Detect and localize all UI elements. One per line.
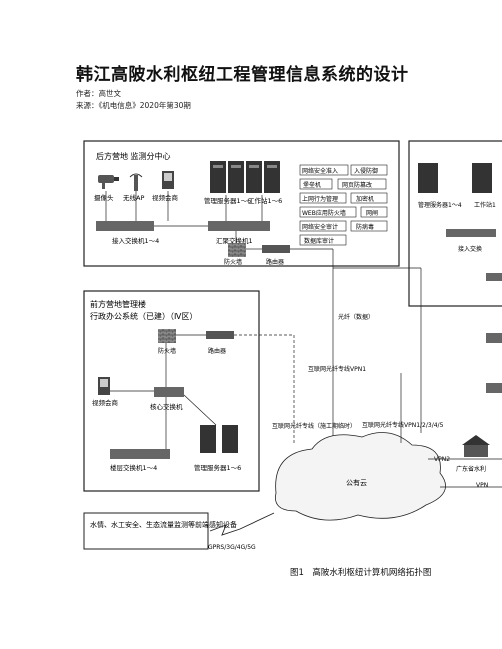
security-list: 网络安全准入 入侵防御 堡垒机 网页防篡改 上网行为管理 加密机 WEB应用防火… xyxy=(299,164,388,246)
right-switch-4-icon xyxy=(486,383,502,393)
sec-item: 上网行为管理 xyxy=(302,195,338,203)
zone-front-label-1: 前方营地管理楼 xyxy=(90,299,146,309)
vpn-temp-label: 互联网光纤专线（施工期临时） xyxy=(272,422,356,430)
sec-item: WEB应用防火墙 xyxy=(302,209,346,217)
camera-icon xyxy=(98,175,119,189)
wifi-ap-icon xyxy=(129,173,143,191)
core-switch-label: 核心交换机 xyxy=(150,402,183,411)
gprs-label: GPRS/3G/4G/5G xyxy=(208,544,256,551)
vpn1-label: 互联网光纤专线VPN1 xyxy=(308,365,366,373)
public-cloud xyxy=(275,432,446,521)
server-group-right xyxy=(418,163,492,193)
sec-item: 网页防篡改 xyxy=(342,181,372,189)
core-switch-1-icon xyxy=(208,221,270,231)
mgmt-server-front-label: 管理服务器1～6 xyxy=(194,463,241,472)
sec-item: 防病毒 xyxy=(356,223,374,231)
zone-back-box xyxy=(83,140,400,267)
router-front-label: 路由器 xyxy=(208,347,226,355)
router-icon xyxy=(262,245,290,253)
right-switch-icon xyxy=(446,229,496,237)
firewall-icon xyxy=(228,243,246,257)
firewall-label: 防火墙 xyxy=(224,258,242,266)
sec-item: 网络安全准入 xyxy=(302,167,338,175)
workstation-group xyxy=(246,161,280,193)
access-switch-icon xyxy=(96,221,154,231)
wifi-label: 无线AP xyxy=(123,193,144,202)
network-topology-figure: 后方营地 监测分中心 前方营地管理楼 行政办公系统（已建）（Ⅳ区） 摄像头 无线… xyxy=(76,133,502,565)
firewall-front-icon xyxy=(158,329,176,343)
vpn-right-label: VPN xyxy=(476,482,488,489)
floor-switch-label: 楼层交换机1～4 xyxy=(110,463,157,472)
zone-front-box xyxy=(83,290,260,492)
server-group-back xyxy=(210,161,244,193)
sec-item: 堡垒机 xyxy=(303,181,321,189)
router-label: 路由器 xyxy=(266,258,284,266)
right-ws-label: 工作站1 xyxy=(474,201,496,209)
right-server-label: 管理服务器1～4 xyxy=(418,201,462,209)
router-front-icon xyxy=(206,331,234,339)
sec-item: 网络安全审计 xyxy=(302,223,338,231)
sec-item: 入侵防御 xyxy=(354,167,378,175)
sec-item: 数据库审计 xyxy=(304,237,334,245)
core-switch-icon xyxy=(154,387,184,397)
right-access-label: 接入交换 xyxy=(458,245,482,253)
right-switch-3-icon xyxy=(486,333,502,343)
sec-item: 加密机 xyxy=(356,195,374,203)
gd-water-icon xyxy=(462,435,490,457)
workstation-label: 工作站1～6 xyxy=(248,196,282,205)
floor-switch-icon xyxy=(110,449,170,459)
sensing-box xyxy=(83,512,209,550)
camera-label: 摄像头 xyxy=(94,193,114,202)
figure-caption: 图1 高陂水利枢纽计算机网络拓扑图 xyxy=(290,568,432,578)
video-conf-icon xyxy=(162,171,174,189)
server-group-front xyxy=(200,425,238,453)
core-switch-1-label: 汇聚交换机1 xyxy=(216,236,253,245)
vpn-multi-label: 互联网光纤专线VPN1/2/3/4/5 xyxy=(362,421,444,429)
video-conf-front-label: 视频会商 xyxy=(92,398,119,407)
vpn2-label: VPN2 xyxy=(434,456,450,463)
sec-item: 网闸 xyxy=(366,209,378,217)
author-line: 作者：高世文 xyxy=(76,89,121,98)
zone-front-label-2: 行政办公系统（已建）（Ⅳ区） xyxy=(90,311,197,321)
source-line: 来源：《机电信息》2020年第30期 xyxy=(76,101,191,110)
zone-right-box xyxy=(408,140,502,307)
page-title: 韩江高陂水利枢纽工程管理信息系统的设计 xyxy=(76,65,409,85)
wireless-link xyxy=(209,512,275,536)
mgmt-server-label: 管理服务器1～6 xyxy=(204,196,251,205)
cloud-label: 公有云 xyxy=(346,478,367,487)
video-conf-label: 视频会商 xyxy=(152,193,179,202)
zone-back-label: 后方营地 监测分中心 xyxy=(96,151,171,161)
sensing-label-1: 水情、水工安全、生态流量监测等前端感知设备 xyxy=(90,520,237,529)
gd-water-label: 广东省水利 xyxy=(456,465,486,473)
firewall-front-label: 防火墙 xyxy=(158,347,176,355)
video-conf-front-icon xyxy=(98,377,110,395)
access-switch-label: 接入交换机1～4 xyxy=(112,236,159,245)
right-switch-2-icon xyxy=(486,273,502,281)
fiber-data-label: 光纤（数据） xyxy=(338,313,374,321)
